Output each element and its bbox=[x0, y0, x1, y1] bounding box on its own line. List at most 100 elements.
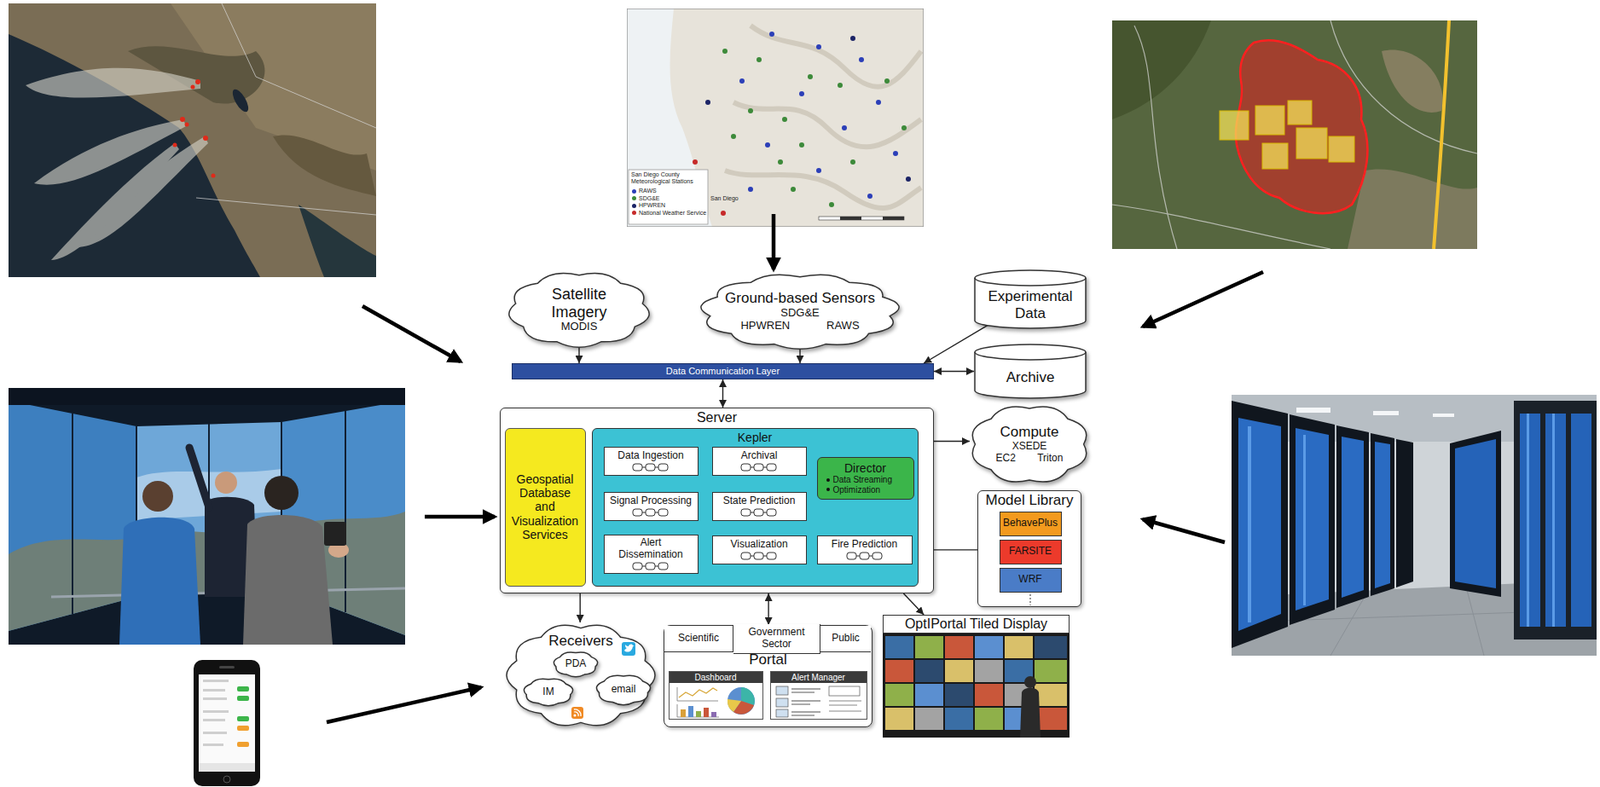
node-content: Public bbox=[822, 632, 870, 645]
compute-cloud: ComputeXSEDEEC2 Triton bbox=[969, 404, 1090, 485]
node-label: OptIPortal Tiled Display bbox=[882, 614, 1070, 634]
node-content: Fire Prediction bbox=[820, 539, 910, 562]
node-sublabel: Optimization bbox=[833, 485, 882, 496]
legend-row: SDG&E bbox=[631, 195, 707, 203]
node-sublabel: XSEDE bbox=[1012, 440, 1048, 453]
node-label: Public bbox=[831, 632, 860, 645]
node-label: Server bbox=[696, 410, 737, 426]
director-box: DirectorData StreamingOptimization bbox=[817, 457, 915, 500]
text-row: Compute bbox=[985, 423, 1074, 441]
legend-text: SDG&E bbox=[638, 195, 661, 203]
node-content: PDA bbox=[560, 658, 592, 671]
receiver-cloud: email bbox=[596, 674, 651, 706]
node-content: Data Communication Layer bbox=[515, 365, 930, 377]
node-content: IM bbox=[530, 686, 567, 699]
node-sublabel: MODIS bbox=[561, 320, 598, 334]
portal-tab: Government Sector bbox=[733, 624, 821, 655]
node-label: WRF bbox=[1018, 573, 1042, 586]
portal-tab: Public bbox=[820, 626, 871, 653]
service-box: Geospatial Database and Visualization Se… bbox=[504, 428, 586, 587]
node-sublabel: HPWREN bbox=[740, 319, 790, 333]
data-source-cloud: Satellite ImageryMODIS bbox=[508, 271, 650, 348]
connector bbox=[722, 379, 724, 408]
process-box: Alert Dissemination bbox=[603, 534, 699, 574]
node-content: Satellite ImageryMODIS bbox=[527, 285, 632, 334]
legend-text: HPWREN bbox=[638, 202, 666, 210]
workflow-icon bbox=[631, 463, 670, 472]
node-label: Data Ingestion bbox=[617, 450, 684, 463]
model-box: BehavePlus bbox=[999, 511, 1062, 537]
station-map bbox=[626, 8, 924, 227]
model-box: WRF bbox=[999, 568, 1062, 593]
connector bbox=[578, 347, 580, 364]
node-label: FARSITE bbox=[1008, 545, 1052, 558]
model-library-box: Model LibraryBehavePlusFARSITEWRF bbox=[977, 490, 1082, 608]
node-sublabel: SDG&E bbox=[780, 307, 820, 320]
node-sublabel: Triton bbox=[1037, 452, 1063, 465]
workflow-icon bbox=[846, 551, 884, 561]
node-content: Geospatial Database and Visualization Se… bbox=[510, 472, 581, 541]
place-name: San Diego bbox=[710, 195, 748, 203]
portal-panel: Alert Manager bbox=[770, 671, 868, 720]
process-box: State Prediction bbox=[712, 492, 807, 522]
node-label: PDA bbox=[565, 658, 587, 671]
workflow-icon bbox=[631, 508, 670, 517]
connector bbox=[579, 593, 581, 623]
text-row: XSEDE bbox=[985, 440, 1074, 453]
process-box: Fire Prediction bbox=[817, 535, 913, 565]
tiled-display-photo bbox=[882, 632, 1070, 738]
workflow-icon bbox=[740, 508, 778, 517]
text-row: HPWRENRAWS bbox=[722, 319, 878, 333]
node-content: WRF bbox=[1002, 573, 1060, 586]
node-content: Dashboard bbox=[669, 672, 763, 685]
node-label: BehavePlus bbox=[1002, 517, 1058, 530]
communication-band: Data Communication Layer bbox=[511, 363, 934, 380]
model-box: FARSITE bbox=[999, 539, 1062, 565]
workflow-icon bbox=[740, 463, 778, 472]
server-box: ServerGeospatial Database and Visualizat… bbox=[499, 407, 934, 594]
node-content: DirectorData StreamingOptimization bbox=[823, 461, 909, 495]
node-content: Scientific bbox=[666, 632, 731, 645]
bullet-dot bbox=[826, 478, 830, 482]
satellite-photo bbox=[8, 3, 377, 278]
node-label: Data Communication Layer bbox=[666, 365, 780, 377]
connector bbox=[933, 371, 974, 372]
fire-perimeter-map bbox=[1112, 20, 1478, 250]
legend-row: National Weather Service bbox=[631, 209, 707, 218]
node-label: IM bbox=[542, 686, 554, 699]
node-content: Visualization bbox=[715, 539, 804, 562]
process-box: Data Ingestion bbox=[603, 446, 699, 476]
text-row: SDG&E bbox=[722, 307, 878, 320]
node-content: ComputeXSEDEEC2 Triton bbox=[985, 423, 1074, 464]
node-label: Kepler bbox=[737, 430, 772, 445]
node-label: Geospatial Database and Visualization Se… bbox=[510, 472, 581, 541]
node-content: Ground-based SensorsSDG&EHPWRENRAWS bbox=[722, 289, 878, 332]
workflow-icon bbox=[740, 551, 778, 561]
map-legend-title: San Diego County Meteorological Stations bbox=[631, 171, 707, 185]
connector bbox=[767, 593, 769, 626]
receiver-cloud: IM bbox=[523, 678, 574, 707]
node-label: Alert Dissemination bbox=[607, 537, 696, 562]
node-sublabel: EC2 bbox=[996, 452, 1016, 465]
receiver-cloud: PDA bbox=[553, 651, 598, 678]
legend-row: RAWS bbox=[631, 187, 707, 196]
node-content: State Prediction bbox=[715, 495, 804, 518]
node-label: Ground-based Sensors bbox=[724, 289, 876, 308]
legend-text: RAWS bbox=[638, 187, 657, 196]
node-content: Experimental Data bbox=[977, 288, 1084, 322]
receivers-cloud: ReceiversPDA IM email bbox=[506, 622, 656, 729]
node-content: Government Sector bbox=[735, 626, 818, 651]
database-cylinder: Experimental Data bbox=[973, 270, 1087, 329]
node-label: Compute bbox=[1000, 423, 1060, 441]
node-label: Experimental Data bbox=[977, 288, 1084, 322]
node-content: BehavePlus bbox=[1002, 517, 1060, 530]
process-box: Visualization bbox=[712, 535, 807, 565]
node-content: FARSITE bbox=[1002, 545, 1060, 558]
node-label: Fire Prediction bbox=[831, 539, 898, 551]
node-label: Dashboard bbox=[669, 672, 763, 685]
node-content: Kepler bbox=[596, 430, 915, 445]
node-label: Signal Processing bbox=[609, 495, 692, 508]
node-label: Receivers bbox=[548, 632, 614, 650]
map-legend: RAWSSDG&EHPWRENNational Weather Service bbox=[631, 187, 707, 217]
